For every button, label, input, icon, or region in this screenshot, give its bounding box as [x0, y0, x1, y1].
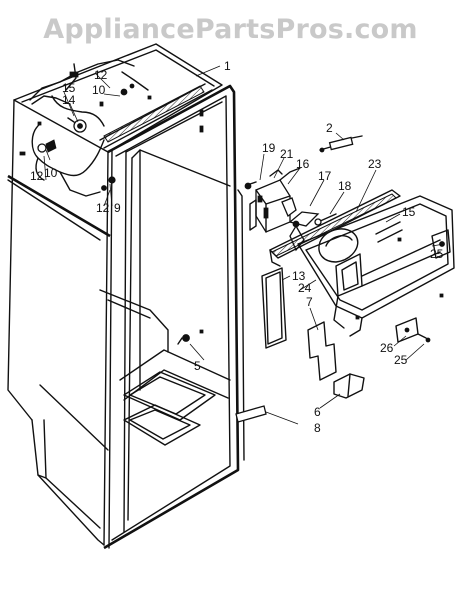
callout-5: 5	[194, 359, 201, 373]
callout-21: 21	[280, 147, 294, 161]
callout-2: 2	[326, 121, 333, 135]
callout-12-bottom: 12	[96, 201, 110, 215]
callout-24: 24	[298, 281, 312, 295]
callout-10-top: 10	[92, 83, 106, 97]
part-8-strip	[235, 405, 267, 423]
callout-6: 6	[314, 405, 321, 419]
callout-12-top: 12	[94, 68, 108, 82]
part-7-bracket	[307, 321, 337, 381]
callout-26: 26	[380, 341, 394, 355]
part-5-fastener	[177, 329, 204, 345]
callout-8: 8	[314, 421, 321, 435]
callout-7: 7	[306, 295, 313, 309]
callout-17: 17	[318, 169, 332, 183]
control-wiring	[19, 59, 152, 197]
callout-25-bottom: 25	[394, 353, 408, 367]
callout-15-left: 15	[62, 81, 76, 95]
evaporator-cover-panel	[269, 189, 455, 337]
callout-16: 16	[296, 157, 310, 171]
part-26-plate	[395, 317, 431, 343]
callout-19: 19	[262, 141, 276, 155]
callout-23: 23	[368, 157, 382, 171]
callout-1: 1	[224, 59, 231, 73]
part-2-sensor	[319, 135, 363, 153]
leader-lines	[43, 65, 445, 425]
callout-18: 18	[338, 179, 352, 193]
part-13-panel	[261, 267, 287, 349]
callout-14: 14	[62, 93, 76, 107]
callout-13: 13	[292, 269, 306, 283]
callout-25-right: 25	[430, 247, 444, 261]
part-6-bracket	[333, 373, 365, 399]
callout-labels: 1 2 5 6 7 8 9 10 10 12 12 12 13 14 15 15…	[30, 59, 444, 435]
callout-10-side: 10	[44, 166, 58, 180]
callout-15-right: 15	[402, 205, 416, 219]
callout-12-side: 12	[30, 169, 44, 183]
callout-9: 9	[114, 201, 121, 215]
cabinet	[7, 43, 245, 550]
